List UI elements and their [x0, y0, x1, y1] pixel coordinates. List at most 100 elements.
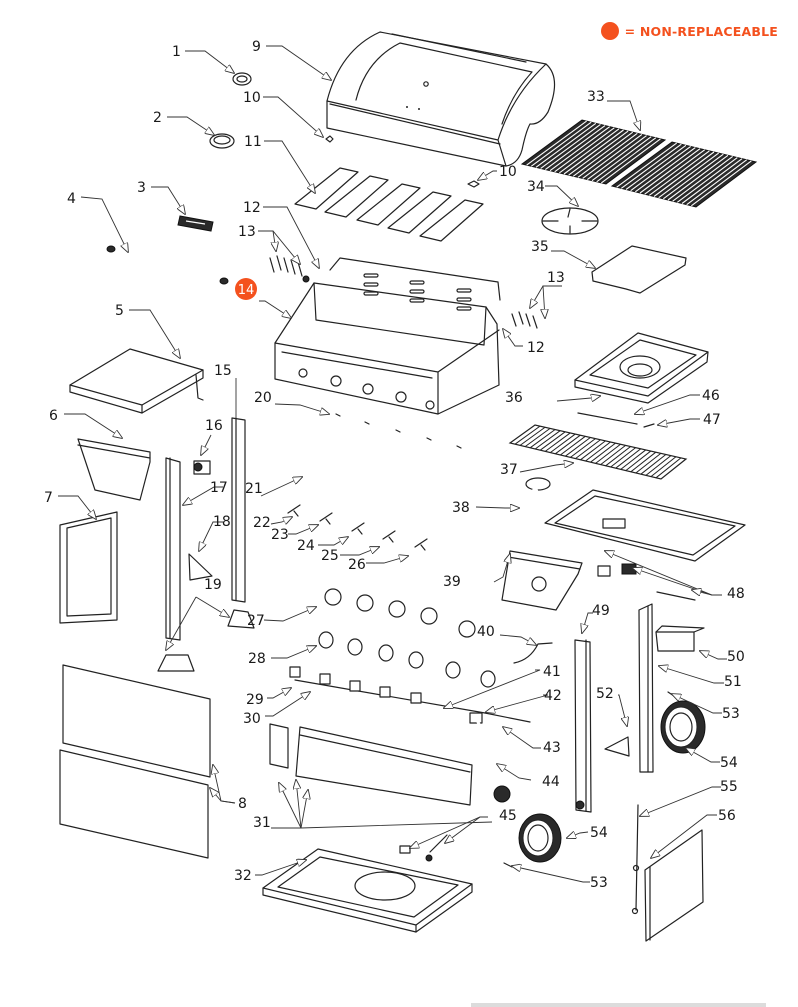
rack-bar: [615, 448, 642, 469]
part-48-grease-tray: [544, 489, 746, 601]
part-17-leg: [165, 457, 181, 641]
grate-bar: [573, 131, 634, 177]
callout-12a: 12: [243, 200, 261, 216]
grate-bar: [649, 150, 710, 196]
rack-bar: [534, 430, 561, 450]
part-31-control-panel: [269, 723, 473, 806]
rack-bar: [620, 449, 647, 470]
grate-bar: [667, 154, 729, 201]
grate-bar: [658, 152, 719, 199]
part-9-lid: [326, 31, 556, 167]
grate-bar: [691, 160, 752, 207]
grate-bar: [559, 128, 620, 174]
part-13-bolts-right: [511, 311, 538, 329]
callout-5: 5: [115, 303, 124, 319]
grate-bar: [625, 144, 687, 190]
grate-bar: [601, 138, 661, 184]
callout-40: 40: [477, 624, 495, 640]
callout-49: 49: [592, 603, 610, 619]
callout-7: 7: [44, 490, 53, 506]
part-11-flame-tamers: [294, 167, 484, 242]
part-15-leg: [231, 417, 246, 603]
rack-bar: [610, 447, 636, 468]
callout-41: 41: [543, 664, 561, 680]
part-14-firebox: [274, 257, 501, 415]
part-51-leg: [638, 603, 654, 773]
callout-23: 23: [271, 527, 289, 543]
callout-10b: 10: [499, 164, 517, 180]
part-50-grease-cup: [655, 625, 705, 652]
part-7-side-panel: [59, 511, 118, 624]
part-28-knobs: [318, 631, 496, 688]
callout-50: 50: [727, 649, 745, 665]
callout-32: 32: [234, 868, 252, 884]
callout-12b: 12: [527, 340, 545, 356]
callout-36: 36: [505, 390, 523, 406]
rack-bar: [590, 442, 616, 463]
callout-30: 30: [243, 711, 261, 727]
part-19-foot: [157, 609, 255, 672]
callout-4: 4: [67, 191, 76, 207]
rack-bar: [524, 427, 551, 448]
part-2-ring: [209, 133, 235, 149]
grate-bar: [526, 120, 587, 166]
part-37-warming-rack: [508, 424, 688, 480]
part-27-bezels: [324, 577, 544, 638]
part-20-clips: [335, 413, 462, 449]
callout-26: 26: [348, 557, 366, 573]
part-35-side-burner-lid: [591, 245, 687, 294]
callout-33: 33: [587, 89, 605, 105]
grate-bar: [681, 158, 743, 204]
rack-bar: [514, 425, 541, 445]
callout-8: 8: [238, 796, 247, 812]
rack-bar: [565, 437, 591, 457]
legend-label: = NON-REPLACEABLE: [624, 23, 778, 39]
callout-20: 20: [254, 390, 272, 406]
rack-bar: [605, 446, 631, 467]
callout-43: 43: [543, 740, 561, 756]
callout-29: 29: [246, 692, 264, 708]
grate-bar: [644, 149, 705, 195]
callout-51: 51: [724, 674, 742, 690]
part-56-door-panel: [644, 829, 704, 942]
callout-47: 47: [703, 412, 721, 428]
callout-55: 55: [720, 779, 738, 795]
rack-bar: [555, 434, 581, 455]
rack-bar: [640, 454, 667, 475]
non-replaceable-dot-icon: [235, 278, 257, 300]
callout-31: 31: [253, 815, 271, 831]
part-10-bumpers: [325, 135, 480, 188]
part-21-burners: [287, 437, 469, 515]
callout-16: 16: [205, 418, 223, 434]
callout-54a: 54: [720, 755, 738, 771]
part-46-47-pins: [577, 412, 655, 428]
part-3-badge: [177, 215, 214, 232]
part-41-44-regulator: [469, 712, 511, 803]
grate-bar: [635, 147, 696, 193]
callout-52: 52: [596, 686, 614, 702]
callout-28: 28: [248, 651, 266, 667]
grate-bar: [686, 159, 747, 206]
rack-bar: [560, 435, 586, 456]
part-5-side-shelf: [69, 348, 204, 414]
callout-46: 46: [702, 388, 720, 404]
part-55-tank-hook: [631, 804, 640, 915]
callout-56: 56: [718, 808, 736, 824]
rack-bar: [580, 440, 606, 461]
grate-bar: [582, 134, 643, 179]
callout-34: 34: [527, 179, 545, 195]
rack-bar: [655, 457, 682, 479]
rack-bar: [625, 450, 652, 471]
callout-10a: 10: [243, 90, 261, 106]
grate-bar: [540, 124, 601, 169]
callout-15: 15: [214, 363, 232, 379]
callout-9: 9: [252, 39, 261, 55]
rack-bar: [595, 443, 621, 464]
part-36-side-burner-housing: [574, 332, 709, 404]
grate-bar: [545, 125, 606, 170]
callout-13b: 13: [547, 270, 565, 286]
callout-42: 42: [544, 688, 562, 704]
callout-35: 35: [531, 239, 549, 255]
part-1-bezel: [232, 72, 252, 86]
grate-bar: [621, 143, 682, 189]
